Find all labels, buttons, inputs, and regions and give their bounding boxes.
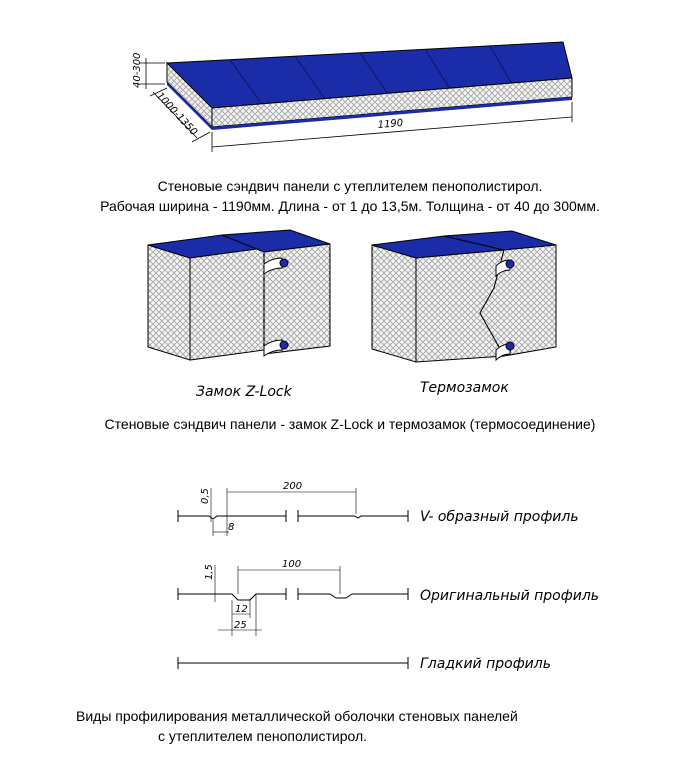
orig-dim-depth: 1,5	[204, 564, 215, 580]
profiles-caption-line1: Виды профилирования металлической оболоч…	[76, 708, 518, 724]
profile-drawings: 0,5 200 8 1,5 100 12 25	[177, 481, 409, 669]
lock-illustrations	[147, 229, 557, 363]
v-profile-drawing	[177, 488, 409, 536]
orig-dim-outer: 25	[234, 620, 247, 631]
orig-dim-pitch: 100	[282, 559, 301, 570]
dim-length-label: 1190	[377, 118, 403, 131]
top-caption-line2: Рабочая ширина - 1190мм. Длина - от 1 до…	[100, 198, 600, 214]
zlock-label: Замок Z-Lock	[196, 384, 292, 400]
smooth-profile-drawing	[177, 657, 409, 669]
original-profile-drawing	[177, 565, 409, 636]
thermolock-label: Термозамок	[420, 380, 509, 396]
top-caption-line1: Стеновые сэндвич панели с утеплителем пе…	[157, 178, 543, 194]
dim-thickness-label: 40-300	[132, 53, 143, 88]
orig-dim-inner: 12	[235, 604, 248, 615]
zlock-illustration	[147, 229, 331, 361]
v-dim-width: 8	[228, 522, 234, 533]
v-profile-label: V- образный профиль	[420, 509, 579, 525]
smooth-profile-label: Гладкий профиль	[420, 656, 551, 672]
profiles-caption-line2: с утеплителем пенополистирол.	[158, 728, 368, 744]
original-profile-label: Оригинальный профиль	[420, 588, 600, 604]
v-dim-pitch: 200	[283, 481, 302, 492]
v-dim-depth: 0,5	[200, 488, 211, 504]
sandwich-panel-illustration: 40-300 1000-1350 1190	[132, 41, 573, 152]
locks-caption: Стеновые сэндвич панели - замок Z-Lock и…	[104, 416, 596, 432]
thermolock-illustration	[371, 230, 557, 363]
